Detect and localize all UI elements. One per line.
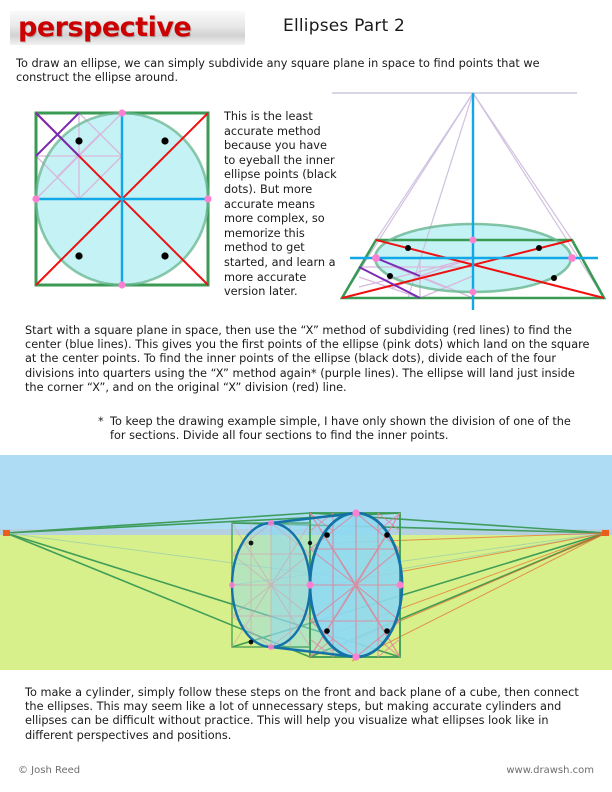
footnote-text: To keep the drawing example simple, I ha… [110,415,571,443]
intro-paragraph: To draw an ellipse, we can simply subdiv… [16,57,540,85]
figure-cylinder-perspective [0,455,612,674]
website-link[interactable]: www.drawsh.com [506,765,594,776]
page-title: Ellipses Part 2 [283,16,406,36]
vanishing-point-markers [3,530,609,536]
page-footer: © Josh Reed www.drawsh.com [0,762,612,784]
figure-flat-square-ellipse [22,103,222,312]
footnote-marker: * [98,415,104,428]
footnote-block: * To keep the drawing example simple, I h… [98,415,580,443]
bottom-paragraph: To make a cylinder, simply follow these … [25,686,579,742]
page-header: perspective Ellipses Part 2 [0,0,612,52]
middle-paragraph: Start with a square plane in space, then… [25,324,590,394]
brand-logo: perspective [18,12,192,43]
logo-plate [10,11,245,45]
sidenote-paragraph: This is the least accurate method becaus… [224,110,337,299]
figure-perspective-plane-ellipse [332,88,612,317]
copyright-text: © Josh Reed [18,765,81,776]
